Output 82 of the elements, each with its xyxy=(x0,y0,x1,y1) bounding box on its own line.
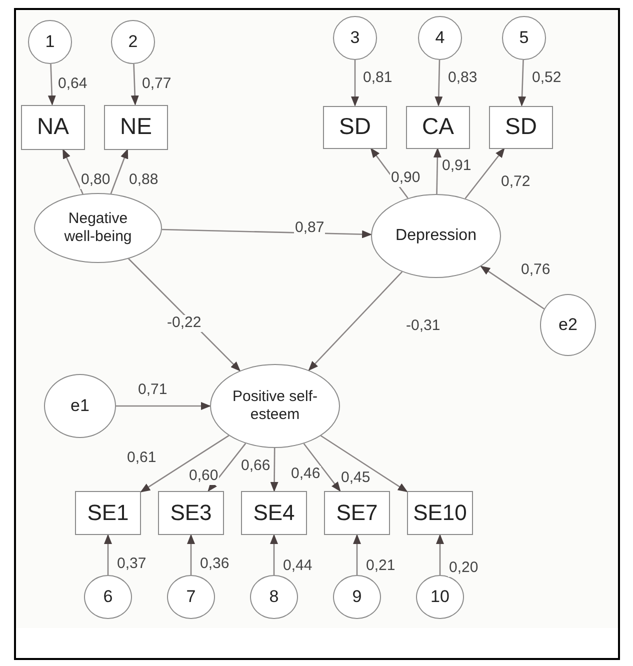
path-arrow xyxy=(140,435,230,492)
path-coefficient: 0,72 xyxy=(500,174,532,190)
path-coefficient: 0,81 xyxy=(362,70,394,86)
observed-variable-box xyxy=(158,491,224,535)
path-arrow xyxy=(434,60,443,106)
path-arrow xyxy=(303,443,341,492)
node-label: SD xyxy=(505,113,537,141)
path-arrow xyxy=(308,271,403,371)
node-label: Negative well-being xyxy=(63,210,133,246)
node-label: NA xyxy=(37,113,69,141)
node-label: 3 xyxy=(350,28,360,48)
path-coefficient: 0,71 xyxy=(137,382,168,398)
path-coefficient: 0,87 xyxy=(294,220,326,236)
path-coefficient: 0,61 xyxy=(126,450,158,466)
node-label: 4 xyxy=(435,28,445,48)
node-label: 5 xyxy=(519,28,529,48)
path-coefficient: 0,20 xyxy=(448,560,480,576)
path-arrow xyxy=(464,148,505,199)
observed-variable-box xyxy=(407,491,473,535)
path-arrow xyxy=(62,148,84,194)
path-coefficient: 0,88 xyxy=(128,172,160,188)
node-label: SD xyxy=(339,113,371,141)
path-arrow xyxy=(187,534,195,575)
node-label: 10 xyxy=(430,586,450,608)
observed-variable-box xyxy=(406,106,470,148)
node-label: SE1 xyxy=(87,500,129,526)
node-label: e2 xyxy=(558,314,578,336)
path-arrow xyxy=(270,534,278,575)
path-coefficient: 0,80 xyxy=(80,172,112,188)
path-arrow xyxy=(436,534,444,575)
path-arrow xyxy=(351,60,359,106)
node-label: SE4 xyxy=(253,500,295,526)
observed-variable-box xyxy=(104,104,168,150)
path-coefficient: 0,46 xyxy=(290,466,322,482)
path-coefficient: 0,76 xyxy=(520,262,552,278)
observed-variable-box xyxy=(75,491,141,535)
path-coefficient: 0,36 xyxy=(199,556,230,572)
path-arrow xyxy=(518,60,526,106)
node-label: Positive self-esteem xyxy=(232,388,318,424)
path-arrow xyxy=(110,148,128,194)
path-coefficient: 0,66 xyxy=(240,458,272,474)
node-label: 8 xyxy=(269,586,279,608)
observed-variable-box xyxy=(323,106,387,148)
path-arrow xyxy=(116,402,211,410)
path-coefficient: 0,91 xyxy=(441,158,472,174)
path-arrow xyxy=(48,64,56,106)
node-label: SE10 xyxy=(413,500,467,526)
path-coefficient: 0,90 xyxy=(390,170,422,186)
node-label: 6 xyxy=(103,586,113,608)
path-coefficient: 0,44 xyxy=(282,558,314,574)
observed-variable-box xyxy=(489,106,553,148)
node-label: e1 xyxy=(70,396,90,416)
path-coefficient: 0,21 xyxy=(365,558,396,574)
node-label: NE xyxy=(120,113,152,141)
path-coefficient: -0,22 xyxy=(166,315,202,332)
node-label: CA xyxy=(422,113,454,141)
node-label: 2 xyxy=(128,32,138,52)
node-label: SE3 xyxy=(170,500,212,526)
path-coefficient: 0,45 xyxy=(340,470,372,486)
path-arrow xyxy=(208,443,246,492)
path-coefficient: -0,31 xyxy=(405,318,442,334)
path-arrow xyxy=(320,435,408,492)
path-arrow xyxy=(104,534,112,575)
observed-variable-box xyxy=(324,491,390,535)
path-arrow xyxy=(480,266,544,310)
path-coefficient: 0,64 xyxy=(57,76,88,92)
path-coefficient: 0,77 xyxy=(141,76,172,92)
path-arrow xyxy=(270,448,278,492)
path-coefficient: 0,52 xyxy=(531,70,562,86)
node-label: 1 xyxy=(45,32,55,52)
path-arrow xyxy=(130,64,139,106)
path-coefficient: 0,83 xyxy=(447,70,478,86)
node-label: 9 xyxy=(352,586,362,608)
observed-variable-box xyxy=(21,104,85,150)
path-coefficient: 0,60 xyxy=(188,468,220,484)
path-arrow xyxy=(353,534,361,575)
path-arrow xyxy=(433,148,442,194)
node-label: Depression xyxy=(396,226,476,246)
observed-variable-box xyxy=(241,491,307,535)
node-label: 7 xyxy=(186,586,196,608)
path-coefficient: 0,37 xyxy=(116,556,148,572)
node-label: SE7 xyxy=(336,500,378,526)
